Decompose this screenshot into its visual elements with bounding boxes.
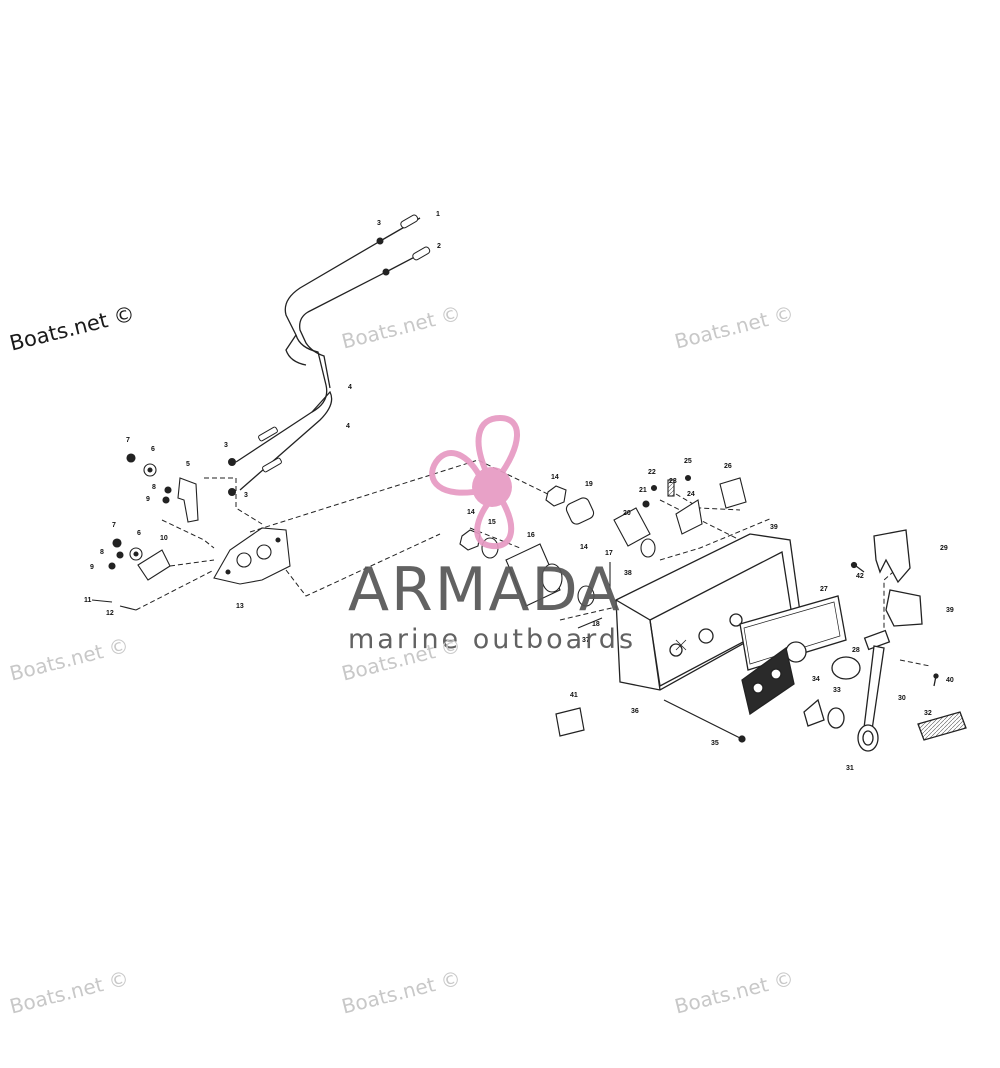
- callout-39a: 39: [770, 524, 778, 531]
- callout-20: 20: [623, 510, 631, 517]
- control-lever: [803, 529, 967, 752]
- callout-41: 41: [570, 692, 578, 699]
- callout-36: 36: [631, 708, 639, 715]
- left-bracket-assembly: [91, 453, 291, 611]
- callout-29: 29: [940, 545, 948, 552]
- callout-26: 26: [724, 463, 732, 470]
- callout-17: 17: [605, 550, 613, 557]
- callout-28: 28: [852, 647, 860, 654]
- callout-5: 5: [186, 461, 190, 468]
- callout-24: 24: [687, 491, 695, 498]
- callout-16: 16: [527, 532, 535, 539]
- callout-1: 1: [436, 211, 440, 218]
- callout-18: 18: [592, 621, 600, 628]
- misc-hardware: [555, 561, 865, 743]
- callout-33: 33: [833, 687, 841, 694]
- callout-8b: 8: [100, 549, 104, 556]
- callout-2: 2: [437, 243, 441, 250]
- propeller-icon: [429, 414, 520, 550]
- brand-tagline: marine outboards: [348, 624, 636, 655]
- callout-10: 10: [160, 535, 168, 542]
- callout-32: 32: [924, 710, 932, 717]
- callout-6a: 6: [151, 446, 155, 453]
- callout-22: 22: [648, 469, 656, 476]
- face-plate: [739, 595, 861, 716]
- callout-40: 40: [946, 677, 954, 684]
- callout-labels: 1 2 3 3 3 4 4 5 6 6 7 7 8 8 9 9 10 11 12…: [84, 211, 954, 772]
- armada-logo: ARMADA marine outboards: [348, 414, 636, 655]
- control-cables: [235, 217, 429, 491]
- callout-11: 11: [84, 597, 92, 604]
- callout-4b: 4: [346, 423, 350, 430]
- callout-13: 13: [236, 603, 244, 610]
- callout-27: 27: [820, 586, 828, 593]
- callout-14a: 14: [551, 474, 559, 481]
- callout-30: 30: [898, 695, 906, 702]
- callout-4a: 4: [348, 384, 352, 391]
- shift-shaft-parts: [459, 474, 747, 629]
- brand-name: ARMADA: [348, 555, 622, 625]
- callout-7b: 7: [112, 522, 116, 529]
- callout-38: 38: [624, 570, 632, 577]
- callout-3a: 3: [377, 220, 381, 227]
- callout-8a: 8: [152, 484, 156, 491]
- callout-15: 15: [488, 519, 496, 526]
- callout-19: 19: [585, 481, 593, 488]
- callout-9b: 9: [90, 564, 94, 571]
- callout-35: 35: [711, 740, 719, 747]
- cable-end-fittings: [228, 214, 431, 496]
- callout-25: 25: [684, 458, 692, 465]
- callout-39b: 39: [946, 607, 954, 614]
- callout-21: 21: [639, 487, 647, 494]
- callout-3b: 3: [224, 442, 228, 449]
- callout-3c: 3: [244, 492, 248, 499]
- callout-14b: 14: [467, 509, 475, 516]
- callout-6b: 6: [137, 530, 141, 537]
- callout-12: 12: [106, 610, 114, 617]
- assembly-leader-lines: [135, 459, 931, 667]
- callout-42: 42: [856, 573, 864, 580]
- callout-34: 34: [812, 676, 820, 683]
- callout-14c: 14: [580, 544, 588, 551]
- callout-23: 23: [669, 478, 677, 485]
- callout-31: 31: [846, 765, 854, 772]
- callout-9a: 9: [146, 496, 150, 503]
- callout-7a: 7: [126, 437, 130, 444]
- callout-37: 37: [582, 637, 590, 644]
